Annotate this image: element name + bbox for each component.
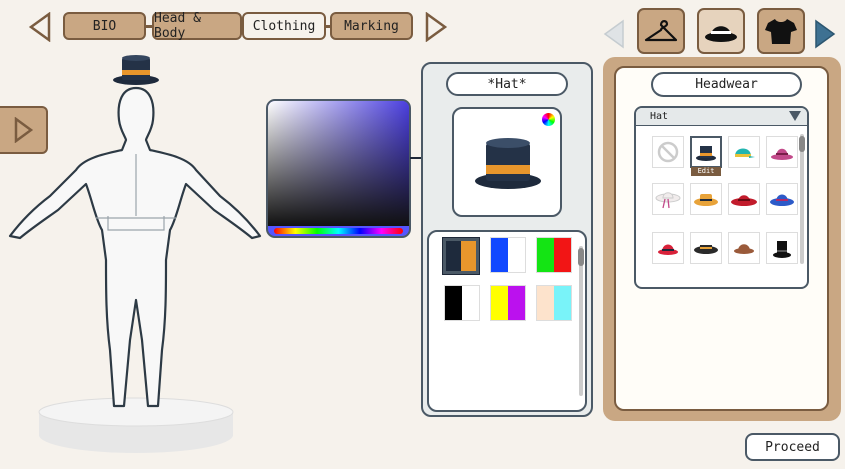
hat-item-bucket[interactable]	[766, 136, 798, 168]
hat-item-flat[interactable]	[690, 232, 722, 264]
fedora-icon	[770, 194, 794, 206]
derby-hat-icon	[734, 244, 754, 254]
proceed-button[interactable]: Proceed	[745, 433, 840, 461]
hat-item-cloche[interactable]	[652, 232, 684, 264]
swatch-color-a	[445, 286, 462, 320]
item-preview	[452, 107, 562, 217]
swatch-color-b	[554, 286, 571, 320]
tab-head-body[interactable]: Head & Body	[152, 11, 242, 41]
item-name-label: *Hat*	[446, 72, 568, 96]
swatch-item[interactable]	[442, 237, 480, 275]
tabs-prev-arrow-icon[interactable]	[28, 12, 52, 42]
tab-clothing[interactable]: Clothing	[242, 12, 326, 40]
headwear-title: Headwear	[651, 72, 802, 97]
swatch-color-a	[537, 286, 554, 320]
hat-item-wide-brim[interactable]	[728, 183, 760, 215]
tab-bio[interactable]: BIO	[63, 12, 146, 40]
boater-hat-icon	[694, 194, 718, 206]
sun-hat-icon	[655, 192, 681, 209]
swatch-color-b	[508, 238, 525, 272]
swatch-item[interactable]	[536, 237, 572, 273]
tabs-next-arrow-icon[interactable]	[424, 12, 448, 42]
hat-type-dropdown[interactable]: Hat	[636, 108, 807, 126]
hat-item-boater[interactable]	[690, 183, 722, 215]
saturation-value-area[interactable]	[268, 101, 409, 226]
rotate-character-button[interactable]	[0, 106, 48, 154]
hat-item-cap[interactable]	[728, 136, 760, 168]
category-headwear-button[interactable]	[697, 8, 745, 54]
swatch-color-a	[491, 238, 508, 272]
swatch-item[interactable]	[444, 285, 480, 321]
top-hat-icon	[113, 55, 159, 85]
swatch-color-a	[491, 286, 508, 320]
swatch-color-b	[554, 238, 571, 272]
headwear-scrollbar[interactable]	[799, 134, 805, 264]
tall-hat-icon	[773, 241, 791, 258]
swatch-color-a	[537, 238, 554, 272]
shirt-icon	[765, 19, 797, 44]
color-wheel-icon[interactable]	[542, 113, 555, 126]
swatch-scrollbar[interactable]	[578, 246, 584, 396]
swatch-color-b	[462, 286, 479, 320]
wide-brim-hat-icon	[731, 195, 757, 206]
swatch-color-b	[461, 241, 476, 271]
top-hat-icon	[475, 138, 541, 189]
swatch-list	[427, 230, 587, 412]
hat-item-sun-hat[interactable]	[652, 183, 684, 215]
swatch-color-b	[508, 286, 525, 320]
flat-hat-icon	[694, 245, 718, 254]
headwear-grid: Hat Edit	[634, 106, 809, 289]
category-tops-button[interactable]	[757, 8, 805, 54]
dropdown-arrow-icon	[789, 111, 801, 121]
hat-item-tall[interactable]	[766, 232, 798, 264]
play-icon	[14, 117, 34, 143]
edit-tag[interactable]: Edit	[691, 167, 721, 176]
hat-item-derby[interactable]	[728, 232, 760, 264]
color-picker[interactable]	[266, 99, 411, 238]
category-wardrobe-button[interactable]	[637, 8, 685, 54]
hat-item-none[interactable]	[652, 136, 684, 168]
cloche-hat-icon	[658, 244, 678, 255]
bucket-hat-icon	[771, 148, 793, 160]
category-next-arrow-icon[interactable]	[813, 18, 837, 50]
swatch-item[interactable]	[536, 285, 572, 321]
character-preview[interactable]	[0, 50, 270, 460]
hat-item-fedora[interactable]	[766, 183, 798, 215]
swatch-item[interactable]	[490, 285, 526, 321]
scrollbar-thumb[interactable]	[578, 248, 584, 266]
hue-slider[interactable]	[274, 228, 403, 234]
top-hat-icon	[696, 146, 716, 161]
none-icon	[657, 141, 679, 163]
hanger-icon	[644, 20, 678, 42]
tab-marking[interactable]: Marking	[330, 12, 413, 40]
hat-item-top-hat[interactable]: Edit	[690, 136, 722, 176]
swatch-item[interactable]	[490, 237, 526, 273]
scrollbar-thumb[interactable]	[799, 136, 805, 152]
category-prev-arrow-icon[interactable]	[602, 18, 626, 50]
swatch-color-a	[446, 241, 461, 271]
hat-icon	[705, 26, 737, 42]
cap-icon	[735, 148, 755, 158]
